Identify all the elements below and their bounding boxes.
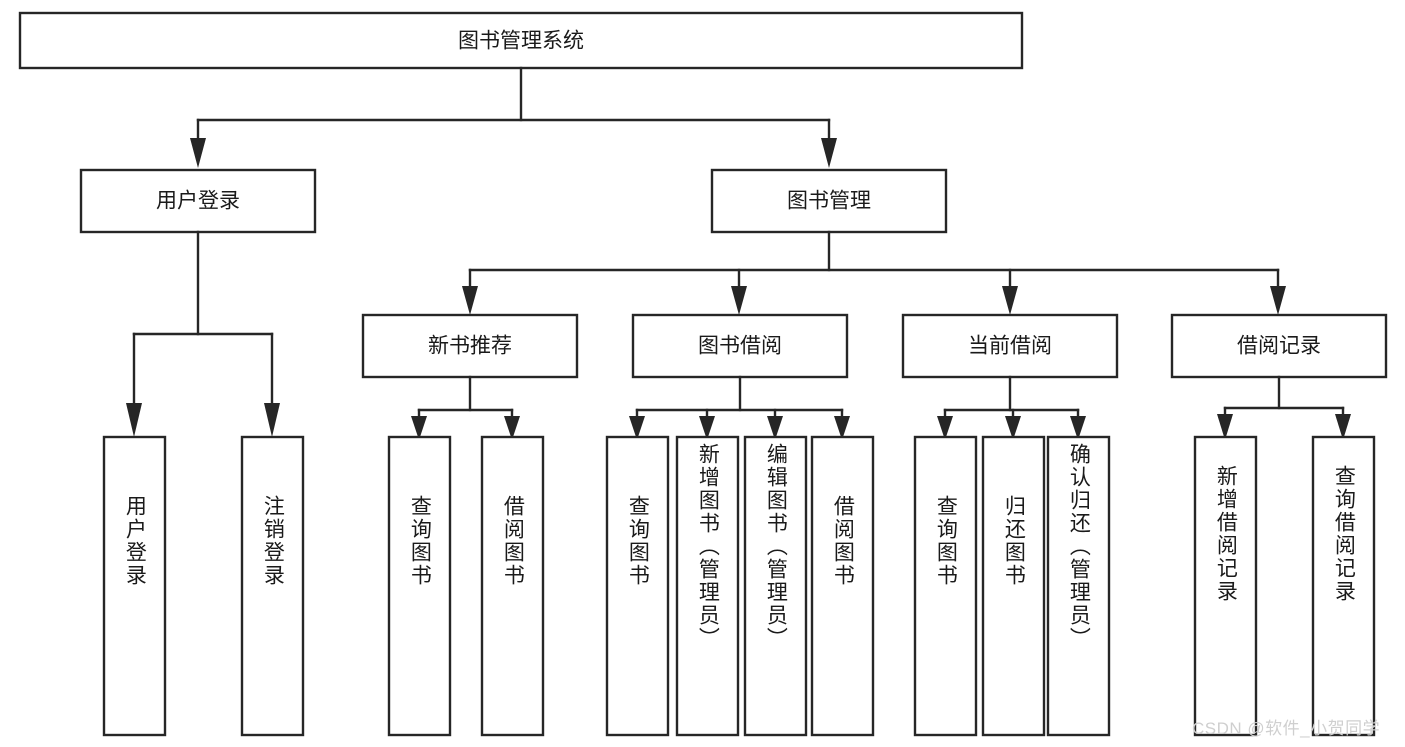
arrow-head-cb-2-icon bbox=[1005, 416, 1021, 440]
node-book-management[interactable]: 图书管理 bbox=[710, 168, 948, 234]
node-new-book-recommend-box[interactable] bbox=[361, 313, 579, 379]
connector-book-borrow-to-leaves bbox=[629, 375, 850, 440]
arrow-head-br-2-icon bbox=[1335, 414, 1351, 440]
connector-book-management-to-level3 bbox=[462, 230, 1286, 315]
arrow-head-nbr-2-icon bbox=[504, 416, 520, 440]
node-book-borrow-box[interactable] bbox=[631, 313, 849, 379]
arrow-head-nbr-1-icon bbox=[411, 416, 427, 440]
node-borrow-record-box[interactable] bbox=[1170, 313, 1388, 379]
arrow-head-user-login-1-icon bbox=[126, 403, 142, 437]
node-book-borrow[interactable]: 图书借阅 bbox=[631, 313, 849, 379]
connector-borrow-record-to-leaves bbox=[1217, 375, 1351, 440]
connector-new-book-recommend-to-leaves bbox=[411, 375, 520, 440]
node-root-box[interactable] bbox=[18, 11, 1024, 70]
leaf-box-user-login-1[interactable] bbox=[102, 435, 167, 737]
leaf-box-nbr-2[interactable] bbox=[480, 435, 545, 737]
node-user-login-label: 用户登录 bbox=[156, 190, 240, 213]
node-new-book-recommend-label: 新书推荐 bbox=[428, 335, 512, 358]
node-user-login[interactable]: 用户登录 bbox=[79, 168, 317, 234]
arrow-head-bm-3-icon bbox=[1002, 286, 1018, 315]
arrow-head-root-1-icon bbox=[190, 138, 206, 168]
node-book-management-box[interactable] bbox=[710, 168, 948, 234]
arrow-head-bb-1-icon bbox=[629, 416, 645, 440]
arrow-head-bm-1-icon bbox=[462, 286, 478, 315]
node-borrow-record-label: 借阅记录 bbox=[1237, 335, 1321, 358]
csdn-watermark: CSDN @软件_小贺同学 bbox=[1192, 719, 1381, 738]
node-current-borrow[interactable]: 当前借阅 bbox=[901, 313, 1119, 379]
node-book-management-label: 图书管理 bbox=[787, 190, 871, 213]
leaf-box-br-2[interactable] bbox=[1311, 435, 1376, 737]
connector-user-login-to-leaves bbox=[126, 230, 280, 437]
leaf-box-cb-1[interactable] bbox=[913, 435, 978, 737]
arrow-head-br-1-icon bbox=[1217, 414, 1233, 440]
arrow-head-bb-4-icon bbox=[834, 416, 850, 440]
arrow-head-user-login-2-icon bbox=[264, 403, 280, 437]
leaf-box-bb-1[interactable] bbox=[605, 435, 670, 737]
arrow-head-cb-1-icon bbox=[937, 416, 953, 440]
connector-root-to-level2 bbox=[190, 66, 837, 168]
leaf-box-bb-4[interactable] bbox=[810, 435, 875, 737]
arrow-head-root-2-icon bbox=[821, 138, 837, 168]
node-root[interactable]: 图书管理系统 bbox=[18, 11, 1024, 70]
arrow-head-cb-3-icon bbox=[1070, 416, 1086, 440]
leaf-boxes bbox=[102, 435, 1376, 737]
node-book-borrow-label: 图书借阅 bbox=[698, 335, 782, 358]
leaf-box-bb-2[interactable] bbox=[675, 435, 740, 737]
node-new-book-recommend[interactable]: 新书推荐 bbox=[361, 313, 579, 379]
leaf-box-cb-3[interactable] bbox=[1046, 435, 1111, 737]
leaf-box-user-login-2[interactable] bbox=[240, 435, 305, 737]
connector-current-borrow-to-leaves bbox=[937, 375, 1086, 440]
leaf-box-cb-2[interactable] bbox=[981, 435, 1046, 737]
arrow-head-bm-4-icon bbox=[1270, 286, 1286, 315]
leaf-box-bb-3[interactable] bbox=[743, 435, 808, 737]
leaf-box-nbr-1[interactable] bbox=[387, 435, 452, 737]
arrow-head-bb-3-icon bbox=[767, 416, 783, 440]
arrow-head-bb-2-icon bbox=[699, 416, 715, 440]
node-current-borrow-label: 当前借阅 bbox=[968, 335, 1052, 358]
node-borrow-record[interactable]: 借阅记录 bbox=[1170, 313, 1388, 379]
node-root-label: 图书管理系统 bbox=[458, 30, 584, 53]
leaf-box-br-1[interactable] bbox=[1193, 435, 1258, 737]
arrow-head-bm-2-icon bbox=[731, 286, 747, 315]
node-current-borrow-box[interactable] bbox=[901, 313, 1119, 379]
